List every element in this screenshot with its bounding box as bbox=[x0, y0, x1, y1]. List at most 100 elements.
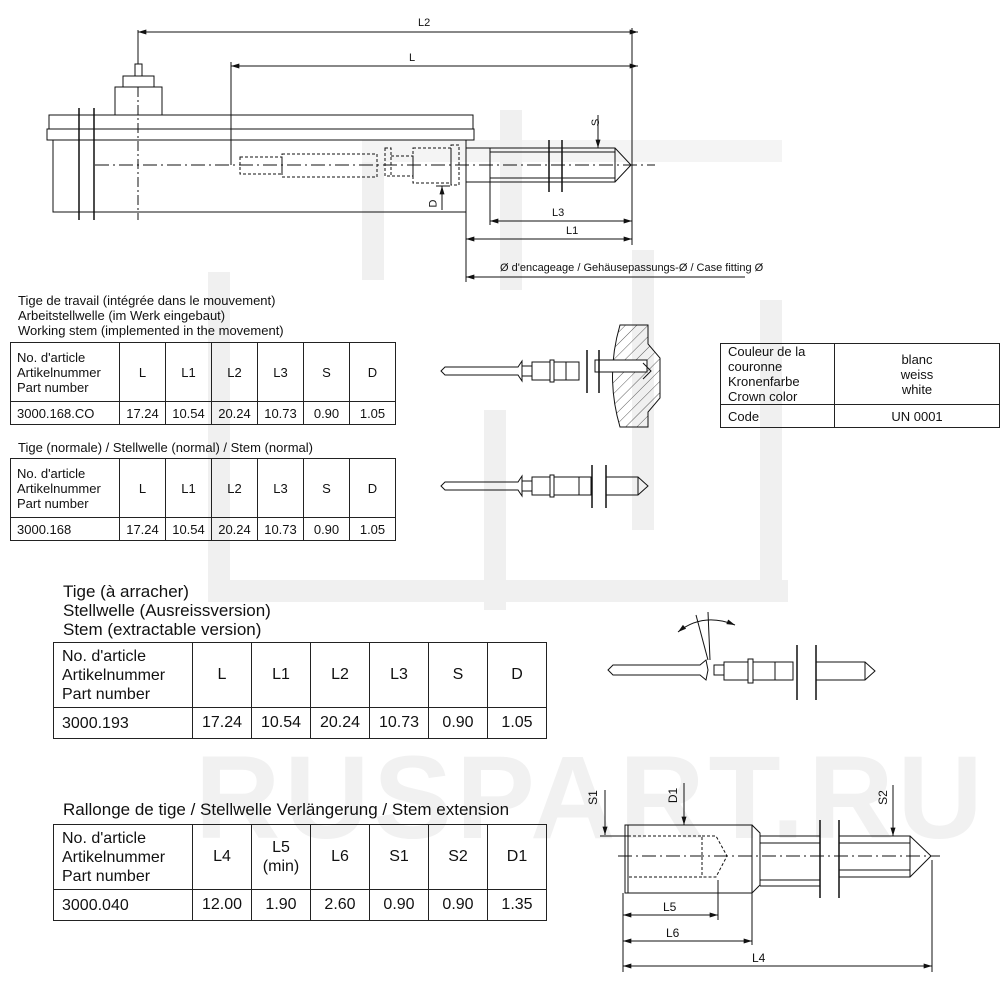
column-header: S bbox=[303, 458, 350, 518]
value-cell: 1.05 bbox=[487, 707, 547, 739]
working-stem-drawing bbox=[440, 324, 661, 428]
column-header: L2 bbox=[211, 342, 258, 402]
watermark-shape bbox=[362, 140, 782, 162]
normal-stem-drawing bbox=[440, 465, 649, 508]
column-header: L3 bbox=[257, 458, 304, 518]
dim-label-L: L bbox=[409, 52, 416, 64]
value-cell: 20.24 bbox=[310, 707, 370, 739]
part-number-header: No. d'article Artikelnummer Part number bbox=[10, 458, 120, 518]
value-cell: 10.54 bbox=[165, 517, 212, 541]
value-cell: 0.90 bbox=[428, 889, 488, 921]
crown-code-row: Code UN 0001 bbox=[720, 404, 1000, 428]
column-header: L bbox=[192, 642, 252, 708]
part-number-header: No. d'article Artikelnummer Part number bbox=[10, 342, 120, 402]
table-row: 3000.193 17.24 10.54 20.24 10.73 0.90 1.… bbox=[53, 707, 547, 739]
table-row: 3000.040 12.00 1.90 2.60 0.90 0.90 1.35 bbox=[53, 889, 547, 921]
dim-label-L3: L3 bbox=[552, 207, 565, 219]
watermark-shape bbox=[362, 140, 384, 280]
dim-label-S2: S2 bbox=[875, 790, 890, 805]
column-header: D bbox=[487, 642, 547, 708]
value-cell: 10.73 bbox=[369, 707, 429, 739]
column-header: S1 bbox=[369, 824, 429, 890]
crown-color-label: Couleur de la couronne Kronenfarbe Crown… bbox=[720, 343, 835, 405]
part-number-cell: 3000.040 bbox=[53, 889, 193, 921]
value-cell: 17.24 bbox=[119, 517, 166, 541]
extractable-stem-drawing bbox=[607, 611, 876, 700]
dim-label-L5: L5 bbox=[663, 900, 677, 914]
value-cell: 20.24 bbox=[211, 517, 258, 541]
crown-color-value: blanc weiss white bbox=[834, 343, 1000, 405]
working-stem-table: No. d'article Artikelnummer Part number … bbox=[10, 342, 396, 425]
dim-label-L6: L6 bbox=[666, 926, 680, 940]
value-cell: 10.54 bbox=[251, 707, 311, 739]
value-cell: 0.90 bbox=[303, 517, 350, 541]
value-cell: 20.24 bbox=[211, 401, 258, 425]
column-header: L6 bbox=[310, 824, 370, 890]
column-header: S bbox=[428, 642, 488, 708]
part-number-cell: 3000.193 bbox=[53, 707, 193, 739]
column-header: L1 bbox=[165, 458, 212, 518]
stem-extension-drawing bbox=[600, 783, 940, 972]
value-cell: 10.73 bbox=[257, 401, 304, 425]
extractable-stem-table: No. d'article Artikelnummer Part number … bbox=[53, 642, 547, 739]
column-header: L1 bbox=[165, 342, 212, 402]
part-number-cell: 3000.168.CO bbox=[10, 401, 120, 425]
table-header-row: No. d'article Artikelnummer Part number … bbox=[10, 342, 396, 402]
stem-extension-table: No. d'article Artikelnummer Part number … bbox=[53, 824, 547, 921]
column-header: L3 bbox=[257, 342, 304, 402]
value-cell: 1.05 bbox=[349, 517, 396, 541]
column-header: L1 bbox=[251, 642, 311, 708]
stem-extension-title: Rallonge de tige / Stellwelle Verlängeru… bbox=[63, 800, 510, 819]
column-header: L2 bbox=[211, 458, 258, 518]
column-header: L bbox=[119, 342, 166, 402]
crown-color-row: Couleur de la couronne Kronenfarbe Crown… bbox=[720, 343, 1000, 405]
stem-outside bbox=[466, 140, 632, 225]
table-row: 3000.168 17.24 10.54 20.24 10.73 0.90 1.… bbox=[10, 517, 396, 541]
value-cell: 1.05 bbox=[349, 401, 396, 425]
dim-label-L4: L4 bbox=[752, 951, 766, 965]
code-label: Code bbox=[720, 404, 835, 428]
value-cell: 0.90 bbox=[303, 401, 350, 425]
watermark-shape bbox=[500, 110, 522, 290]
dim-label-L1: L1 bbox=[566, 225, 579, 237]
value-cell: 17.24 bbox=[119, 401, 166, 425]
watermark-shape bbox=[484, 410, 506, 610]
column-header: L3 bbox=[369, 642, 429, 708]
column-header: D bbox=[349, 458, 396, 518]
value-cell: 17.24 bbox=[192, 707, 252, 739]
value-cell: 10.73 bbox=[257, 517, 304, 541]
dim-label-D1: D1 bbox=[666, 787, 681, 804]
working-stem-title: Tige de travail (intégrée dans le mouvem… bbox=[18, 293, 284, 338]
dim-label-S: S bbox=[590, 118, 603, 127]
column-header: S2 bbox=[428, 824, 488, 890]
table-header-row: No. d'article Artikelnummer Part number … bbox=[53, 642, 547, 708]
column-header: L4 bbox=[192, 824, 252, 890]
normal-stem-table: No. d'article Artikelnummer Part number … bbox=[10, 458, 396, 541]
table-row: 3000.168.CO 17.24 10.54 20.24 10.73 0.90… bbox=[10, 401, 396, 425]
dim-label-L2: L2 bbox=[418, 17, 431, 29]
column-header: S bbox=[303, 342, 350, 402]
value-cell: 0.90 bbox=[428, 707, 488, 739]
column-header: D bbox=[349, 342, 396, 402]
part-number-header: No. d'article Artikelnummer Part number bbox=[53, 824, 193, 890]
movement-body bbox=[46, 30, 475, 220]
value-cell: 10.54 bbox=[165, 401, 212, 425]
table-header-row: No. d'article Artikelnummer Part number … bbox=[10, 458, 396, 518]
dim-label-S1: S1 bbox=[585, 790, 600, 805]
normal-stem-title: Tige (normale) / Stellwelle (normal) / S… bbox=[18, 440, 313, 455]
value-cell: 12.00 bbox=[192, 889, 252, 921]
column-header: L2 bbox=[310, 642, 370, 708]
value-cell: 1.35 bbox=[487, 889, 547, 921]
internal-stem-dashed bbox=[239, 144, 460, 186]
part-number-header: No. d'article Artikelnummer Part number bbox=[53, 642, 193, 708]
value-cell: 2.60 bbox=[310, 889, 370, 921]
code-value: UN 0001 bbox=[834, 404, 1000, 428]
column-header: L bbox=[119, 458, 166, 518]
extractable-stem-title: Tige (à arracher) Stellwelle (Ausreissve… bbox=[63, 582, 271, 639]
part-number-cell: 3000.168 bbox=[10, 517, 120, 541]
dim-label-D: D bbox=[427, 199, 440, 208]
case-fitting-label: Ø d'encageage / Gehäusepassungs-Ø / Case… bbox=[500, 262, 764, 274]
table-header-row: No. d'article Artikelnummer Part number … bbox=[53, 824, 547, 890]
value-cell: 1.90 bbox=[251, 889, 311, 921]
